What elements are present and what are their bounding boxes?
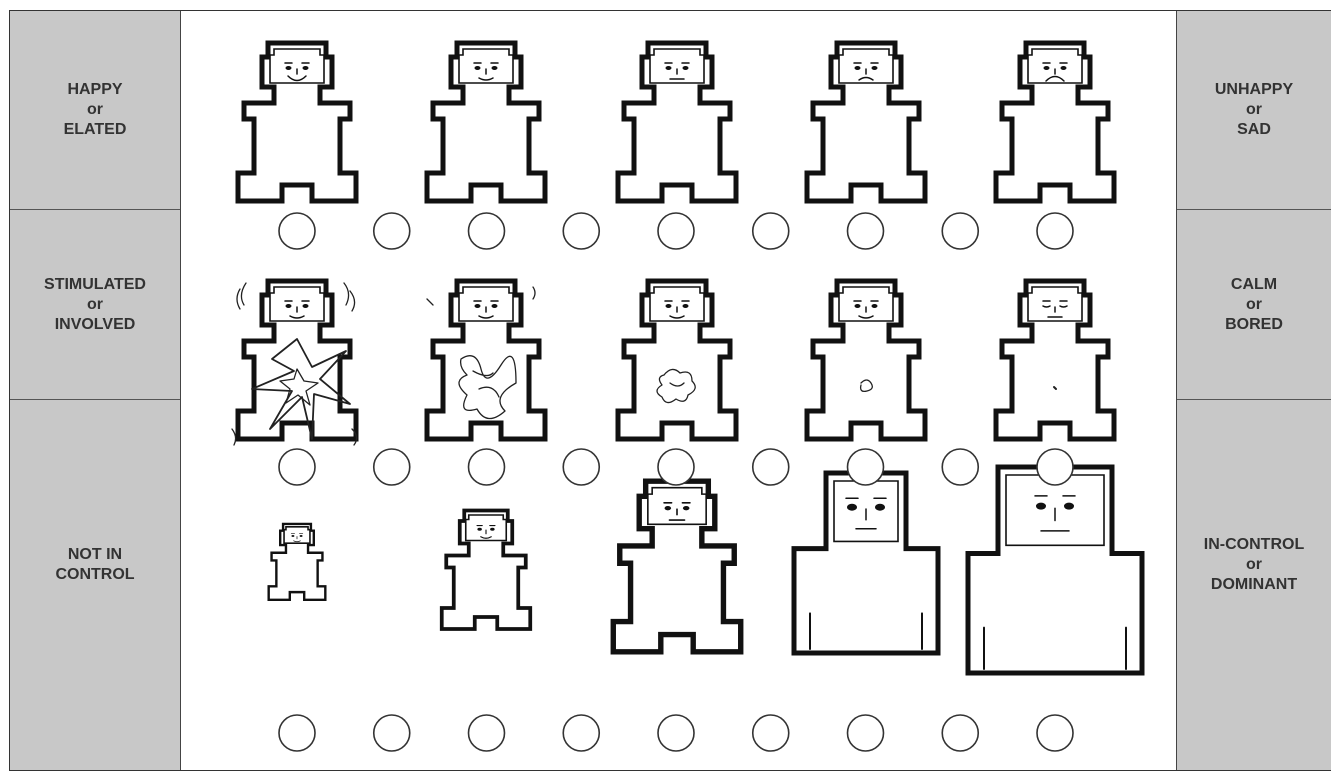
eye — [477, 528, 482, 531]
rating-option[interactable] — [753, 213, 789, 249]
manikin-body — [238, 43, 356, 201]
eye — [303, 66, 309, 70]
eye — [847, 504, 857, 511]
rating-option[interactable] — [279, 715, 315, 751]
sam-scale-frame: HAPPY or ELATED STIMULATED or INVOLVED N… — [9, 10, 1331, 771]
manikin-body — [968, 467, 1142, 673]
eye — [492, 66, 498, 70]
rating-option[interactable] — [848, 449, 884, 485]
rating-option[interactable] — [563, 449, 599, 485]
manikin-body — [807, 281, 925, 439]
eye — [855, 66, 861, 70]
rating-option[interactable] — [1037, 449, 1073, 485]
rating-option[interactable] — [469, 715, 505, 751]
arousal-manikin — [232, 281, 357, 445]
eye — [1036, 503, 1046, 510]
manikin-body — [427, 43, 545, 201]
eye — [875, 504, 885, 511]
energy-dot — [1054, 387, 1056, 389]
rating-option[interactable] — [848, 213, 884, 249]
rating-option[interactable] — [279, 213, 315, 249]
rating-option[interactable] — [942, 449, 978, 485]
manikin-body — [794, 473, 938, 653]
manikin-body — [618, 43, 736, 201]
valence-manikin — [996, 43, 1114, 201]
rating-option[interactable] — [469, 213, 505, 249]
dominance-manikin — [794, 473, 938, 653]
rating-option[interactable] — [469, 449, 505, 485]
rating-option[interactable] — [942, 213, 978, 249]
eye — [855, 304, 861, 308]
rating-option[interactable] — [374, 449, 410, 485]
rating-option[interactable] — [374, 715, 410, 751]
rating-option[interactable] — [753, 449, 789, 485]
rating-option[interactable] — [848, 715, 884, 751]
rating-option[interactable] — [658, 213, 694, 249]
valence-manikin — [618, 43, 736, 201]
arousal-manikin — [996, 281, 1114, 439]
eye — [475, 304, 481, 308]
valence-manikin — [238, 43, 356, 201]
eye — [666, 66, 672, 70]
arousal-manikin — [807, 281, 925, 439]
eye — [1061, 66, 1067, 70]
manikin-body — [618, 281, 736, 439]
valence-manikin — [427, 43, 545, 201]
dominance-manikin — [269, 524, 326, 600]
eye — [492, 304, 498, 308]
rating-option[interactable] — [374, 213, 410, 249]
eye — [666, 304, 672, 308]
eye — [291, 535, 294, 537]
rating-option[interactable] — [1037, 213, 1073, 249]
rating-option[interactable] — [658, 715, 694, 751]
manikin-body — [807, 43, 925, 201]
arousal-manikin — [618, 281, 736, 439]
valence-manikin — [807, 43, 925, 201]
rating-option[interactable] — [563, 213, 599, 249]
eye — [683, 66, 689, 70]
eye — [1044, 66, 1050, 70]
manikin-body — [613, 481, 740, 652]
rating-option[interactable] — [753, 715, 789, 751]
manikin-body — [269, 524, 326, 600]
rating-option[interactable] — [279, 449, 315, 485]
manikin-body — [996, 43, 1114, 201]
eye — [665, 506, 671, 510]
arousal-manikin — [427, 281, 545, 439]
rating-option[interactable] — [658, 449, 694, 485]
eye — [286, 304, 292, 308]
manikin-body — [442, 511, 531, 630]
manikin-body — [996, 281, 1114, 439]
eye — [872, 66, 878, 70]
eye — [683, 304, 689, 308]
eye — [300, 535, 303, 537]
dominance-manikin — [968, 467, 1142, 673]
manikin-grid — [10, 11, 1330, 770]
eye — [683, 506, 689, 510]
eye — [475, 66, 481, 70]
eye — [303, 304, 309, 308]
rating-option[interactable] — [563, 715, 599, 751]
rating-option[interactable] — [942, 715, 978, 751]
rating-option[interactable] — [1037, 715, 1073, 751]
manikin-body — [427, 281, 545, 439]
eye — [1064, 503, 1074, 510]
dominance-manikin — [613, 481, 740, 652]
eye — [286, 66, 292, 70]
eye — [490, 528, 495, 531]
dominance-manikin — [442, 511, 531, 630]
eye — [872, 304, 878, 308]
